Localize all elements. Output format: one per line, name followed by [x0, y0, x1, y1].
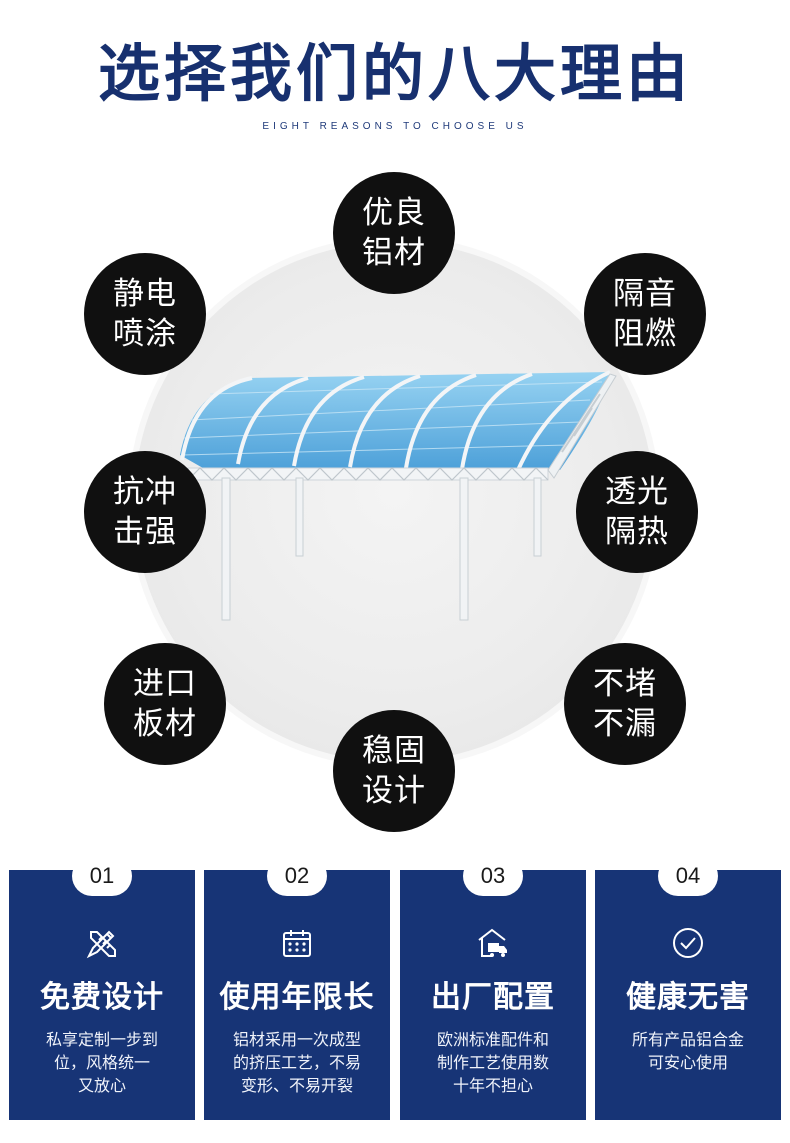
background-circle: [134, 242, 654, 762]
feature-card-2: 02 使用年限长 铝材采用一次成型的挤压工艺，不易变形、不易开裂: [204, 856, 390, 1120]
feature-number: 04: [658, 856, 718, 896]
feature-title: 免费设计: [40, 980, 164, 1015]
reason-badge-6: 进口板材: [104, 643, 226, 765]
page-subtitle: EIGHT REASONS TO CHOOSE US: [262, 121, 528, 132]
feature-title: 健康无害: [626, 980, 750, 1015]
feature-description: 欧洲标准配件和制作工艺使用数十年不担心: [436, 1030, 549, 1095]
canopy-illustration: [180, 370, 617, 621]
factory-truck-icon: [478, 928, 507, 957]
reason-badge-3: 隔音阻燃: [584, 253, 706, 375]
feature-title: 使用年限长: [219, 980, 375, 1015]
reason-badge-4: 抗冲击强: [84, 451, 206, 573]
feature-number: 02: [267, 856, 327, 896]
feature-number: 03: [463, 856, 523, 896]
pencil-ruler-icon: [86, 930, 116, 959]
feature-number: 01: [72, 856, 132, 896]
feature-card-3: 03 出厂配置 欧洲标准配件和制作工艺使用数十年不担心: [400, 856, 586, 1120]
reason-badge-8: 稳固设计: [333, 710, 455, 832]
feature-card-4: 04 健康无害 所有产品铝合金可安心使用: [595, 856, 781, 1120]
page-title: 选择我们的八大理由: [97, 37, 692, 110]
reason-badge-2: 静电喷涂: [84, 253, 206, 375]
feature-description: 铝材采用一次成型的挤压工艺，不易变形、不易开裂: [232, 1030, 361, 1095]
feature-description: 私享定制一步到位，风格统一又放心: [45, 1030, 158, 1095]
reason-badge-5: 透光隔热: [576, 451, 698, 573]
feature-title: 出厂配置: [431, 980, 555, 1015]
check-circle-icon: [673, 928, 703, 958]
calendar-icon: [283, 930, 311, 957]
reason-badge-7: 不堵不漏: [564, 643, 686, 765]
reason-badge-1: 优良铝材: [333, 172, 455, 294]
feature-card-1: 01 免费设计 私享定制一步到位，风格统一又放心: [9, 856, 195, 1120]
feature-description: 所有产品铝合金可安心使用: [631, 1030, 744, 1072]
